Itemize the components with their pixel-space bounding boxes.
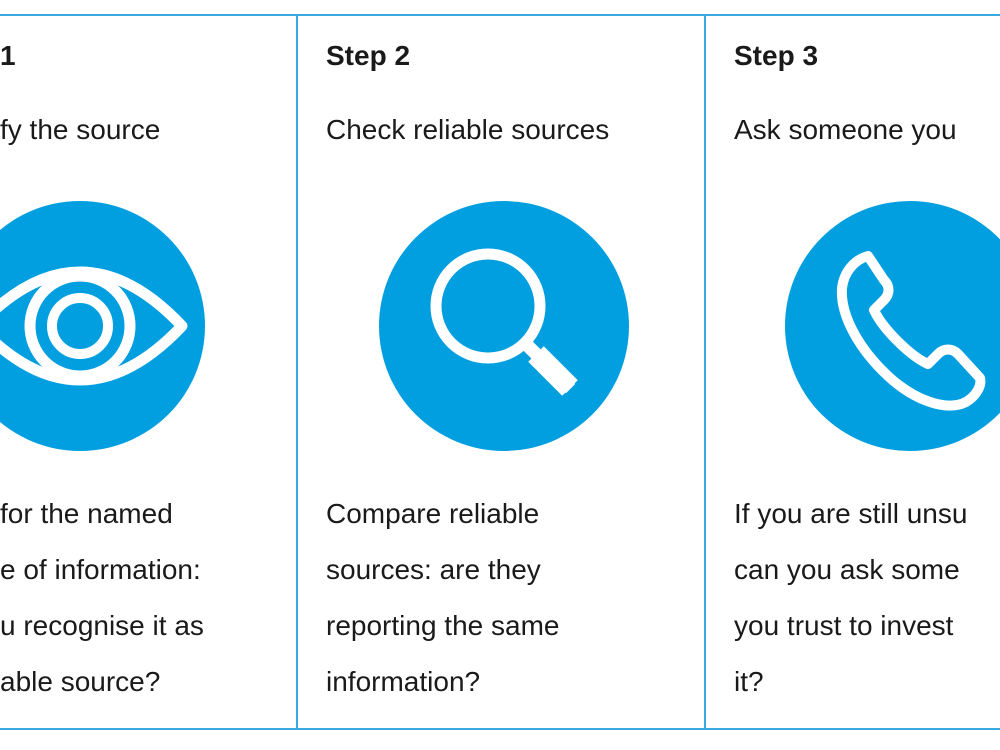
step-2-subtitle: Check reliable sources xyxy=(326,114,610,145)
column-divider xyxy=(296,14,298,730)
description-line: u recognise it as xyxy=(0,610,204,641)
step-2-column: Step 2 Check reliable sources Compare re… xyxy=(298,16,704,728)
table-bottom-border xyxy=(0,728,1000,730)
description-line: able source? xyxy=(0,666,161,697)
description-line: Compare reliable xyxy=(326,498,540,529)
step-3-subtitle: Ask someone you xyxy=(734,114,957,145)
step-1-subtitle: fy the source xyxy=(0,114,161,145)
table-top-border xyxy=(0,14,1000,16)
step-1-column: 1 fy the source for the named e of infor… xyxy=(0,16,296,728)
description-line: If you are still unsu xyxy=(734,498,968,529)
magnifier-icon xyxy=(376,198,632,454)
description-line: reporting the same xyxy=(326,610,560,641)
phone-icon xyxy=(782,198,1000,454)
step-2-description: Compare reliable sources: are they repor… xyxy=(326,486,559,710)
step-1-description: for the named e of information: u recogn… xyxy=(0,486,204,710)
description-line: sources: are they xyxy=(326,554,541,585)
description-line: can you ask some xyxy=(734,554,960,585)
column-divider xyxy=(704,14,706,730)
step-3-description: If you are still unsu can you ask some y… xyxy=(734,486,967,710)
step-3-column: Step 3 Ask someone you If you are still … xyxy=(706,16,1000,728)
description-line: e of information: xyxy=(0,554,201,585)
eye-icon xyxy=(0,198,208,454)
description-line: you trust to invest xyxy=(734,610,954,641)
step-1-title: 1 xyxy=(0,40,16,71)
step-3-title: Step 3 xyxy=(734,40,819,71)
description-line: for the named xyxy=(0,498,173,529)
description-line: information? xyxy=(326,666,481,697)
description-line: it? xyxy=(734,666,764,697)
step-2-title: Step 2 xyxy=(326,40,411,71)
